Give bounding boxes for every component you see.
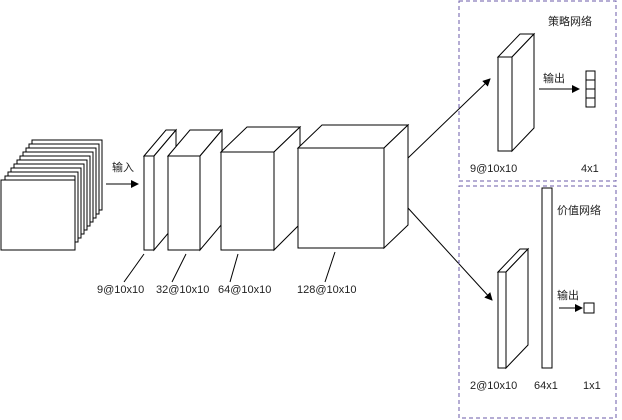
policy-output-cell-2 [585,79,596,90]
value-output-size-label: 1x1 [583,380,601,392]
value-output-cell-1 [583,302,595,314]
policy-output-cell-3 [585,88,596,99]
conv-layer-1-label: 9@10x10 [97,284,144,296]
policy-branch-arrow [407,78,491,159]
conv-layer-3 [219,125,302,252]
value-output-label: 输出 [557,288,579,302]
value-fc-layer [541,187,553,369]
conv-layer-3-label: 64@10x10 [218,284,271,296]
conv-layer-2-label: 32@10x10 [156,284,209,296]
policy-output-cell-4 [585,97,596,108]
policy-conv-label: 9@10x10 [470,163,517,175]
value-conv-label: 2@10x10 [470,380,517,392]
conv-layer-4-label: 128@10x10 [297,284,357,296]
value-head-title: 价值网络 [557,203,601,217]
policy-output-size-label: 4x1 [581,163,599,175]
policy-head-title: 策略网络 [548,14,592,28]
input-planes-stack [0,139,103,251]
value-head-region [458,185,617,419]
policy-head-region [458,0,617,182]
backbone-leaders [123,251,336,283]
value-fc-label: 64x1 [534,380,558,392]
input-label: 输入 [112,160,134,174]
policy-output-label: 输出 [543,71,565,85]
policy-conv-layer [496,32,536,153]
value-output-scalar [583,302,595,314]
conv-layer-2 [166,128,224,252]
value-conv-layer [496,247,530,370]
value-branch-arrow [407,207,493,301]
policy-output-cell-1 [585,70,596,81]
policy-output-vector [585,70,596,108]
conv-layer-4 [296,123,410,250]
